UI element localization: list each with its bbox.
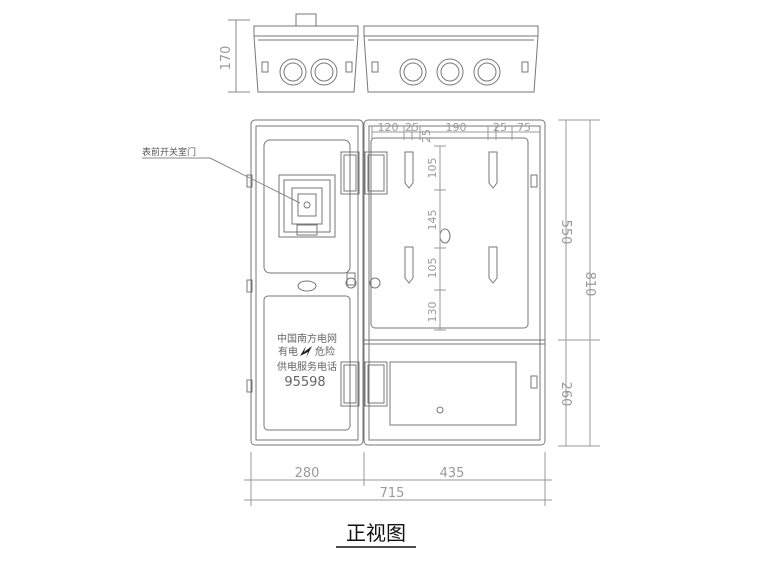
vspacing-label-2: 105 [426, 258, 439, 279]
lightning-bolt-icon [300, 346, 312, 358]
right-width-label: 435 [440, 466, 465, 481]
top-offset-dimensions [371, 126, 540, 140]
offset-label-5: 75 [517, 121, 531, 134]
side-height-dimension: 170 [219, 19, 250, 93]
bottom-width-dimensions [244, 452, 552, 506]
lower-height-label: 260 [558, 382, 573, 407]
warning-line-2b: 危险 [315, 345, 335, 358]
vertical-spacing-dimensions [434, 145, 446, 331]
warning-line-2a: 有电 [278, 345, 298, 358]
offset-label-3: 190 [446, 121, 467, 134]
vspacing-label-0: 105 [426, 158, 439, 179]
side-height-label: 170 [219, 46, 234, 71]
offset-label-2: 25 [420, 129, 433, 143]
total-width-label: 715 [380, 486, 405, 501]
view-caption: 正视图 [346, 521, 406, 545]
vspacing-label-3: 130 [426, 302, 439, 323]
top-view [253, 13, 539, 93]
warning-line-3: 供电服务电话 [277, 360, 337, 373]
left-width-label: 280 [295, 466, 320, 481]
warning-line-1: 中国南方电网 [277, 332, 337, 345]
service-phone-number: 95598 [284, 375, 325, 390]
meter-door-leader [142, 157, 301, 204]
total-height-label: 810 [582, 272, 597, 297]
front-view [246, 119, 546, 446]
offset-label-0: 120 [378, 121, 399, 134]
upper-height-label: 550 [558, 220, 573, 245]
right-height-dimensions [558, 119, 600, 447]
offset-label-4: 25 [493, 121, 507, 134]
meter-switch-door-label: 表前开关室门 [142, 146, 196, 158]
vspacing-label-1: 145 [426, 210, 439, 231]
offset-label-1: 25 [405, 121, 419, 134]
